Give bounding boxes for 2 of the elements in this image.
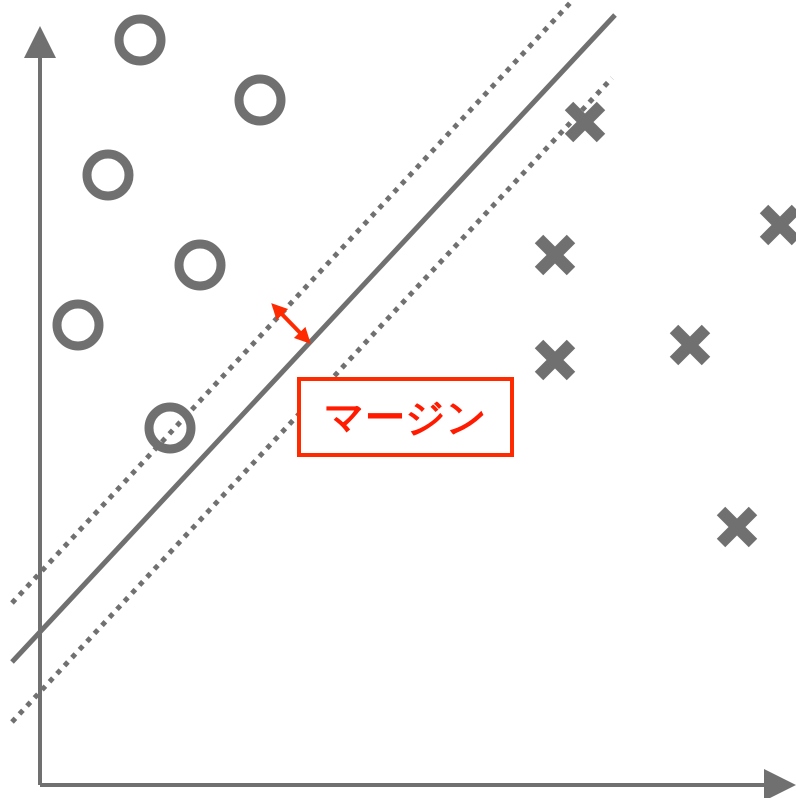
label-box: [297, 377, 514, 457]
margin-label: マージン: [324, 394, 487, 442]
